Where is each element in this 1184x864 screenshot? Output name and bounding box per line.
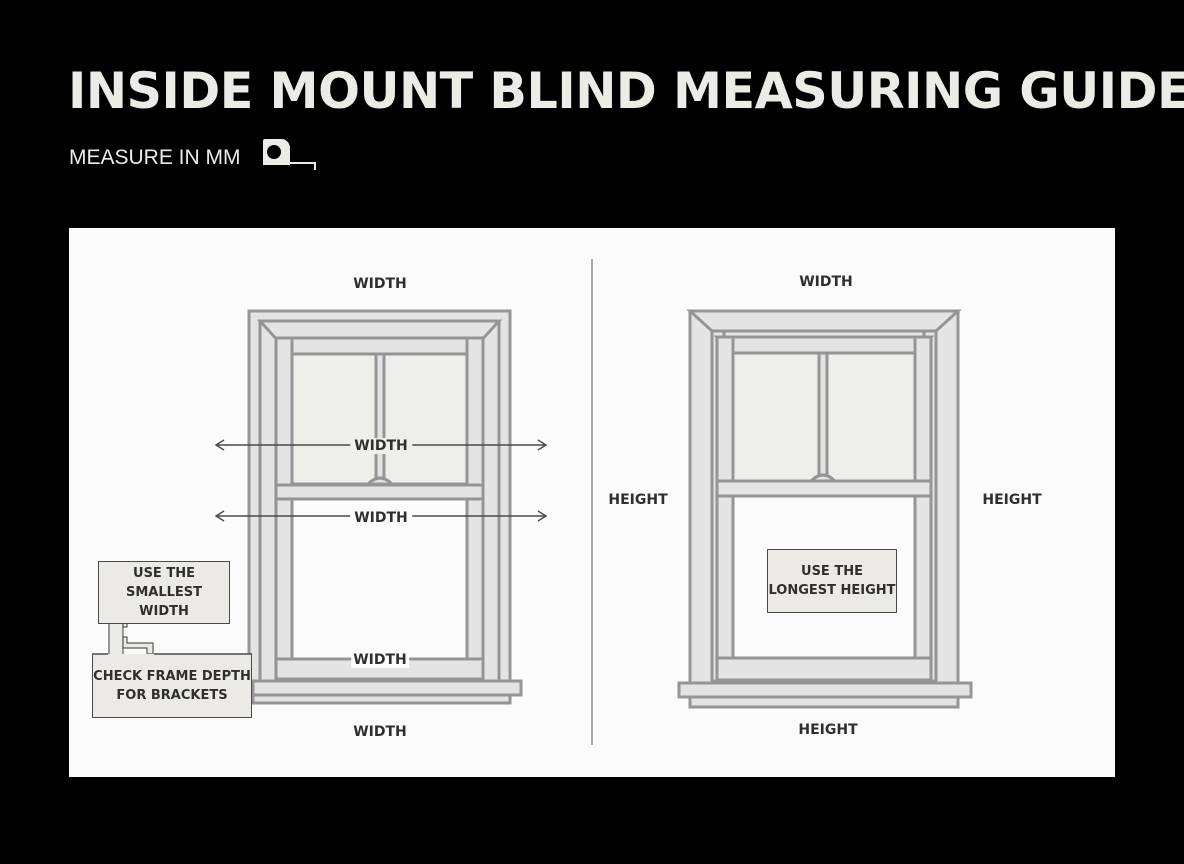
diagram-panel: WIDTH WIDTH WIDTH WIDTH WIDTH USE THE SM…	[69, 228, 1115, 777]
width-sill-label: WIDTH	[351, 652, 409, 668]
tape-measure-icon	[259, 137, 319, 178]
bracket-drawing	[108, 617, 154, 657]
left-window-drawing	[247, 309, 523, 705]
height-bottom-label: HEIGHT	[798, 722, 858, 738]
units-row: MEASURE IN MM	[69, 138, 319, 178]
height-diagram-top-label: WIDTH	[799, 274, 853, 290]
note-smallest-width: USE THE SMALLEST WIDTH	[98, 561, 230, 624]
window-diagrams	[108, 259, 973, 745]
right-window-drawing	[677, 309, 973, 709]
note-longest-height: USE THE LONGEST HEIGHT	[767, 549, 897, 613]
note-frame-depth-top-border	[92, 653, 252, 655]
note-frame-depth: CHECK FRAME DEPTH FOR BRACKETS	[92, 654, 252, 718]
width-middle-arrow-label: WIDTH	[350, 510, 412, 526]
height-left-label: HEIGHT	[608, 492, 668, 508]
width-top-label: WIDTH	[353, 276, 407, 292]
units-subtitle: MEASURE IN MM	[69, 146, 241, 169]
width-upper-arrow-label: WIDTH	[350, 438, 412, 454]
height-right-label: HEIGHT	[982, 492, 1042, 508]
width-bottom-label: WIDTH	[353, 724, 407, 740]
page-title: INSIDE MOUNT BLIND MEASURING GUIDE	[68, 62, 1184, 120]
